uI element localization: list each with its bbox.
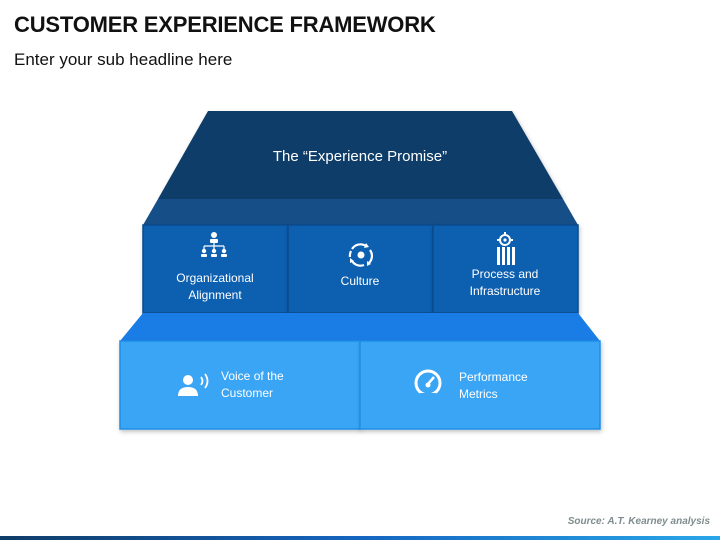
process-gear-icon xyxy=(497,232,515,265)
roof-band xyxy=(143,199,578,225)
base-performance-metrics xyxy=(359,340,601,430)
speaking-person-icon xyxy=(178,373,209,396)
pillar-culture xyxy=(287,224,434,314)
org-chart-icon xyxy=(201,232,227,257)
culture-cycle-icon xyxy=(348,243,374,267)
pillar-label-line2: Infrastructure xyxy=(470,284,541,298)
pillar-label-line1: Process and xyxy=(472,267,539,281)
roof-shape xyxy=(158,111,563,199)
footer-accent-bar xyxy=(0,536,720,540)
page-subtitle: Enter your sub headline here xyxy=(14,50,233,69)
pillar-label-line1: Culture xyxy=(341,274,380,288)
base-voice-of-customer xyxy=(119,340,361,430)
source-note: Source: A.T. Kearney analysis xyxy=(567,516,710,527)
pillar-label-line2: Alignment xyxy=(188,288,242,302)
page-title: CUSTOMER EXPERIENCE FRAMEWORK xyxy=(14,12,436,37)
pillar-label-line1: Organizational xyxy=(176,271,253,285)
speedometer-icon xyxy=(414,369,442,397)
base-label-line2: Customer xyxy=(221,386,273,400)
pillar-organizational-alignment xyxy=(142,224,289,314)
roof-label: The “Experience Promise” xyxy=(273,148,447,165)
base-label-line1: Voice of the xyxy=(221,369,284,383)
base-label-line1: Performance xyxy=(459,370,528,384)
base-label-line2: Metrics xyxy=(459,387,498,401)
base-top-band xyxy=(120,313,600,341)
